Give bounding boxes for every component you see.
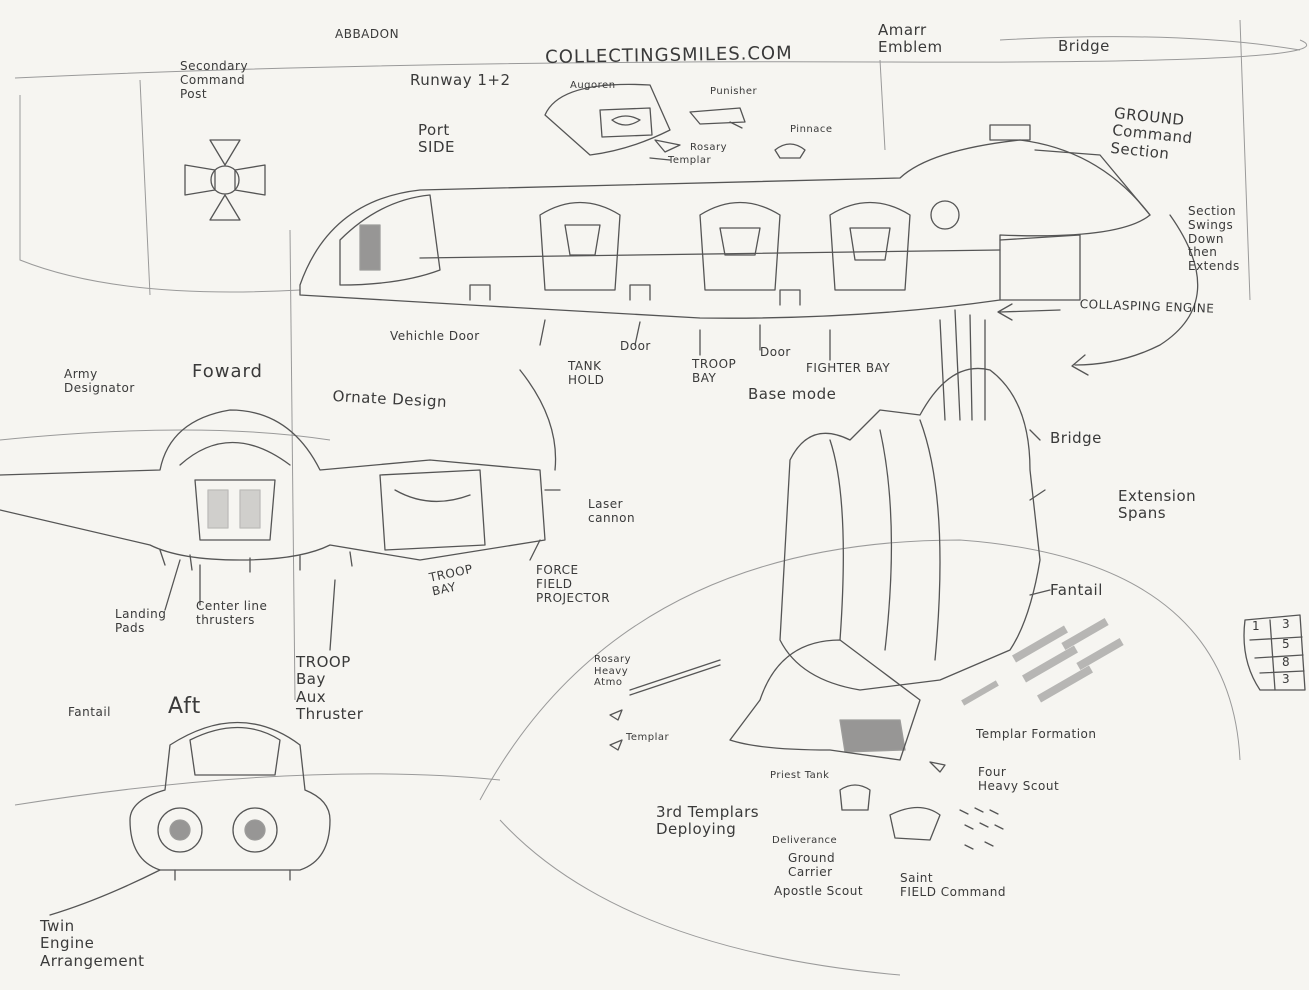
label-saint-field: Saint FIELD Command <box>900 871 1006 899</box>
label-punisher: Punisher <box>710 86 758 97</box>
label-templar-top: Templar <box>668 155 712 166</box>
dice-number: 8 <box>1282 655 1291 669</box>
pinnace-sketch <box>774 143 806 159</box>
label-url: COLLECTINGSMILES.COM <box>544 42 793 68</box>
label-aft: Aft <box>168 694 202 719</box>
carrier-port-side-sketch <box>299 124 1151 319</box>
label-section-swings: Section Swings Down then Extends <box>1188 204 1240 274</box>
dice-number: 3 <box>1282 672 1291 686</box>
label-centerline-thrusters: Center line thrusters <box>196 599 268 627</box>
label-augoren: Augoren <box>570 80 616 91</box>
label-ground-command: GROUND Command Section <box>1109 104 1194 163</box>
label-army-designator: Army Designator <box>64 367 135 395</box>
carrier-forward-view-sketch <box>0 409 546 573</box>
label-bridge-top: Bridge <box>1058 37 1110 55</box>
label-twin-engine: Twin Engine Arrangement <box>40 917 145 970</box>
label-extension-spans: Extension Spans <box>1118 487 1197 523</box>
carrier-base-mode-sketch <box>629 309 1041 761</box>
label-bridge-right: Bridge <box>1050 429 1102 447</box>
augoren-sketch <box>544 83 671 156</box>
label-door-2: Door <box>760 345 791 359</box>
label-rosary: Rosary <box>690 142 727 153</box>
rosary-small-sketch <box>649 139 681 161</box>
label-priest-tank: Priest Tank <box>770 770 830 781</box>
label-four-heavy-scout: Four Heavy Scout <box>978 765 1060 793</box>
label-templar-mid: Templar <box>626 732 670 743</box>
label-secondary-command: Secondary Command Post <box>180 59 249 101</box>
label-troop-bay-aux: TROOP Bay Aux Thruster <box>296 653 364 723</box>
label-deliverance: Deliverance <box>772 835 838 846</box>
label-ground-carrier: Ground Carrier <box>788 851 836 879</box>
label-rosary-heavy: Rosary Heavy Atmo <box>594 654 631 688</box>
label-door-1: Door <box>620 339 651 353</box>
label-troop-bay-top: TROOP BAY <box>692 357 737 385</box>
label-runway: Runway 1+2 <box>410 71 511 89</box>
label-fantail-right: Fantail <box>1050 581 1103 599</box>
label-amarr-emblem: Amarr Emblem <box>878 21 943 57</box>
ground-units-sketch <box>609 709 1004 850</box>
label-fantail-left: Fantail <box>68 705 111 719</box>
label-pinnace: Pinnace <box>790 124 833 135</box>
label-foward: Foward <box>192 361 263 382</box>
leader-lines <box>49 319 1051 916</box>
label-third-templars: 3rd Templars Deploying <box>656 803 760 839</box>
dice-number: 1 <box>1252 619 1261 633</box>
label-fighter-bay: FIGHTER BAY <box>806 361 891 375</box>
label-abbadon: ABBADON <box>335 27 400 41</box>
punisher-sketch <box>689 107 746 129</box>
carrier-aft-view-sketch <box>129 721 331 881</box>
secondary-command-post-sketch <box>184 139 266 221</box>
label-apostle-scout: Apostle Scout <box>774 884 864 898</box>
label-vehicle-door: Vehichle Door <box>390 329 480 343</box>
label-port-side: Port SIDE <box>418 121 455 157</box>
section-swing-arrow <box>997 214 1199 376</box>
templar-formation-sketch <box>961 618 1124 706</box>
label-landing-pads: Landing Pads <box>115 607 167 635</box>
dice-number: 3 <box>1282 617 1291 631</box>
label-laser-cannon: Laser cannon <box>588 497 636 525</box>
label-force-field: FORCE FIELD PROJECTOR <box>536 563 611 605</box>
dice-number: 5 <box>1282 637 1291 651</box>
label-tank-hold: TANK HOLD <box>568 359 605 387</box>
dice-chart-sketch <box>1243 614 1306 691</box>
label-templar-formation: Templar Formation <box>976 727 1097 741</box>
label-base-mode: Base mode <box>748 385 837 403</box>
